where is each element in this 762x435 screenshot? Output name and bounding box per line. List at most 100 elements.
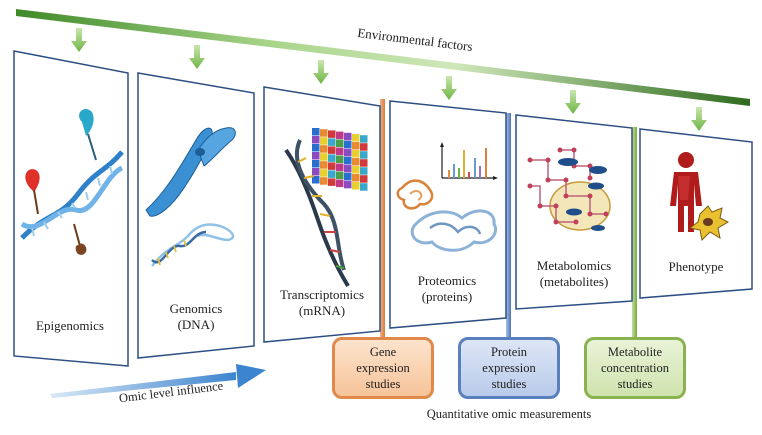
heatmap-cell bbox=[336, 171, 344, 180]
heatmap-cell bbox=[312, 168, 320, 176]
cell-icon bbox=[688, 205, 730, 242]
heatmap-cell bbox=[328, 162, 336, 170]
epigenomics-label-line: Epigenomics bbox=[36, 318, 104, 333]
metabolite-connector-bar bbox=[632, 127, 637, 339]
heatmap-cell bbox=[336, 139, 344, 148]
metabolic-network-icon bbox=[527, 147, 611, 231]
heatmap-cell bbox=[344, 148, 352, 157]
metabolite-box-line: Metabolite bbox=[607, 345, 663, 359]
down-arrow-icon bbox=[441, 76, 457, 100]
heatmap-cell bbox=[320, 169, 328, 177]
heatmap-cell bbox=[360, 175, 368, 183]
heatmap-cell bbox=[328, 170, 336, 178]
heatmap-cell bbox=[344, 164, 352, 173]
metabolomics-label: Metabolomics (metabolites) bbox=[518, 258, 630, 290]
protein-box-line: expression bbox=[482, 361, 536, 375]
protein-connector-bar bbox=[506, 113, 511, 339]
heatmap-cell bbox=[320, 177, 328, 185]
phenotype-label-line: Phenotype bbox=[668, 259, 724, 274]
panel-proteomics bbox=[389, 100, 507, 329]
protein-box-line: Protein bbox=[490, 345, 528, 359]
chromosome-icon bbox=[145, 127, 236, 217]
down-arrow-icon bbox=[189, 45, 205, 69]
heatmap-cell bbox=[360, 183, 368, 191]
protein-structure-icon bbox=[396, 179, 497, 252]
panel-transcriptomics bbox=[263, 86, 381, 343]
gene-expression-studies-box: Gene expression studies bbox=[332, 337, 434, 399]
heatmap-cell bbox=[344, 156, 352, 165]
dna-helix-icon bbox=[20, 150, 124, 240]
heatmap-cell bbox=[336, 163, 344, 172]
heatmap-icon bbox=[312, 128, 368, 191]
proteomics-label-line: Proteomics bbox=[417, 273, 477, 288]
bar-chart-icon bbox=[440, 142, 498, 180]
metabolomics-label-line: Metabolomics bbox=[536, 258, 612, 273]
environment-arrows bbox=[71, 28, 707, 131]
brush-pin-icon bbox=[73, 223, 87, 255]
heatmap-cell bbox=[344, 132, 352, 141]
heatmap-cell bbox=[352, 166, 360, 174]
panel-genomics bbox=[137, 72, 255, 359]
mrna-helix-icon bbox=[284, 139, 350, 288]
heatmap-cell bbox=[336, 147, 344, 156]
panel-phenotype bbox=[639, 128, 753, 299]
environmental-factors-bar bbox=[16, 9, 750, 106]
gene-box-line: Gene bbox=[369, 345, 397, 359]
genomics-label: Genomics (DNA) bbox=[143, 301, 249, 333]
heatmap-cell bbox=[344, 172, 352, 181]
heatmap-cell bbox=[360, 135, 368, 143]
down-arrow-icon bbox=[691, 107, 707, 131]
heatmap-cell bbox=[336, 179, 344, 188]
quantitative-measurements-label: Quantitative omic measurements bbox=[426, 407, 592, 421]
transcriptomics-label: Transcriptomics (mRNA) bbox=[266, 287, 378, 319]
proteomics-label: Proteomics (proteins) bbox=[393, 273, 501, 305]
heatmap-cell bbox=[328, 154, 336, 162]
protein-box-line: studies bbox=[491, 377, 527, 391]
heatmap-cell bbox=[352, 150, 360, 158]
heatmap-cell bbox=[312, 152, 320, 160]
metabolite-box-line: studies bbox=[617, 377, 653, 391]
omic-influence-arrow bbox=[50, 364, 266, 398]
heatmap-cell bbox=[328, 138, 336, 146]
heatmap-cell bbox=[336, 131, 344, 140]
heatmap-cell bbox=[312, 128, 320, 136]
transcriptomics-label-line: Transcriptomics bbox=[279, 287, 365, 302]
heatmap-cell bbox=[328, 130, 336, 138]
heatmap-cell bbox=[336, 155, 344, 164]
heatmap-cell bbox=[352, 182, 360, 190]
person-icon bbox=[670, 152, 702, 232]
methyl-pin-icon bbox=[25, 169, 40, 215]
gene-box-line: studies bbox=[365, 377, 401, 391]
heatmap-cell bbox=[352, 134, 360, 142]
metabolite-concentration-studies-box: Metabolite concentration studies bbox=[584, 337, 686, 399]
heatmap-cell bbox=[320, 145, 328, 153]
genomics-label-line: (DNA) bbox=[177, 317, 215, 332]
down-arrow-icon bbox=[313, 60, 329, 84]
transcriptomics-label-line: (mRNA) bbox=[298, 303, 346, 318]
genomics-label-line: Genomics bbox=[169, 301, 223, 316]
heatmap-cell bbox=[352, 158, 360, 166]
heatmap-cell bbox=[328, 178, 336, 186]
acetyl-pin-icon bbox=[79, 109, 97, 161]
dna-strand-icon bbox=[151, 223, 235, 267]
metabolite-box-line: concentration bbox=[600, 361, 670, 375]
epigenomics-label: Epigenomics bbox=[20, 318, 120, 334]
heatmap-cell bbox=[360, 151, 368, 159]
panel-metabolomics bbox=[515, 114, 633, 310]
heatmap-cell bbox=[352, 174, 360, 182]
heatmap-cell bbox=[352, 142, 360, 150]
protein-expression-studies-box: Protein expression studies bbox=[458, 337, 560, 399]
heatmap-cell bbox=[312, 160, 320, 168]
panel-epigenomics bbox=[13, 50, 129, 367]
down-arrow-icon bbox=[565, 90, 581, 114]
gene-connector-bar bbox=[380, 99, 385, 339]
heatmap-cell bbox=[312, 144, 320, 152]
heatmap-cell bbox=[328, 146, 336, 154]
heatmap-cell bbox=[320, 129, 328, 137]
heatmap-cell bbox=[360, 167, 368, 175]
heatmap-cell bbox=[312, 136, 320, 144]
proteomics-label-line: (proteins) bbox=[421, 289, 473, 304]
heatmap-cell bbox=[344, 180, 352, 189]
heatmap-cell bbox=[360, 143, 368, 151]
down-arrow-icon bbox=[71, 28, 87, 52]
